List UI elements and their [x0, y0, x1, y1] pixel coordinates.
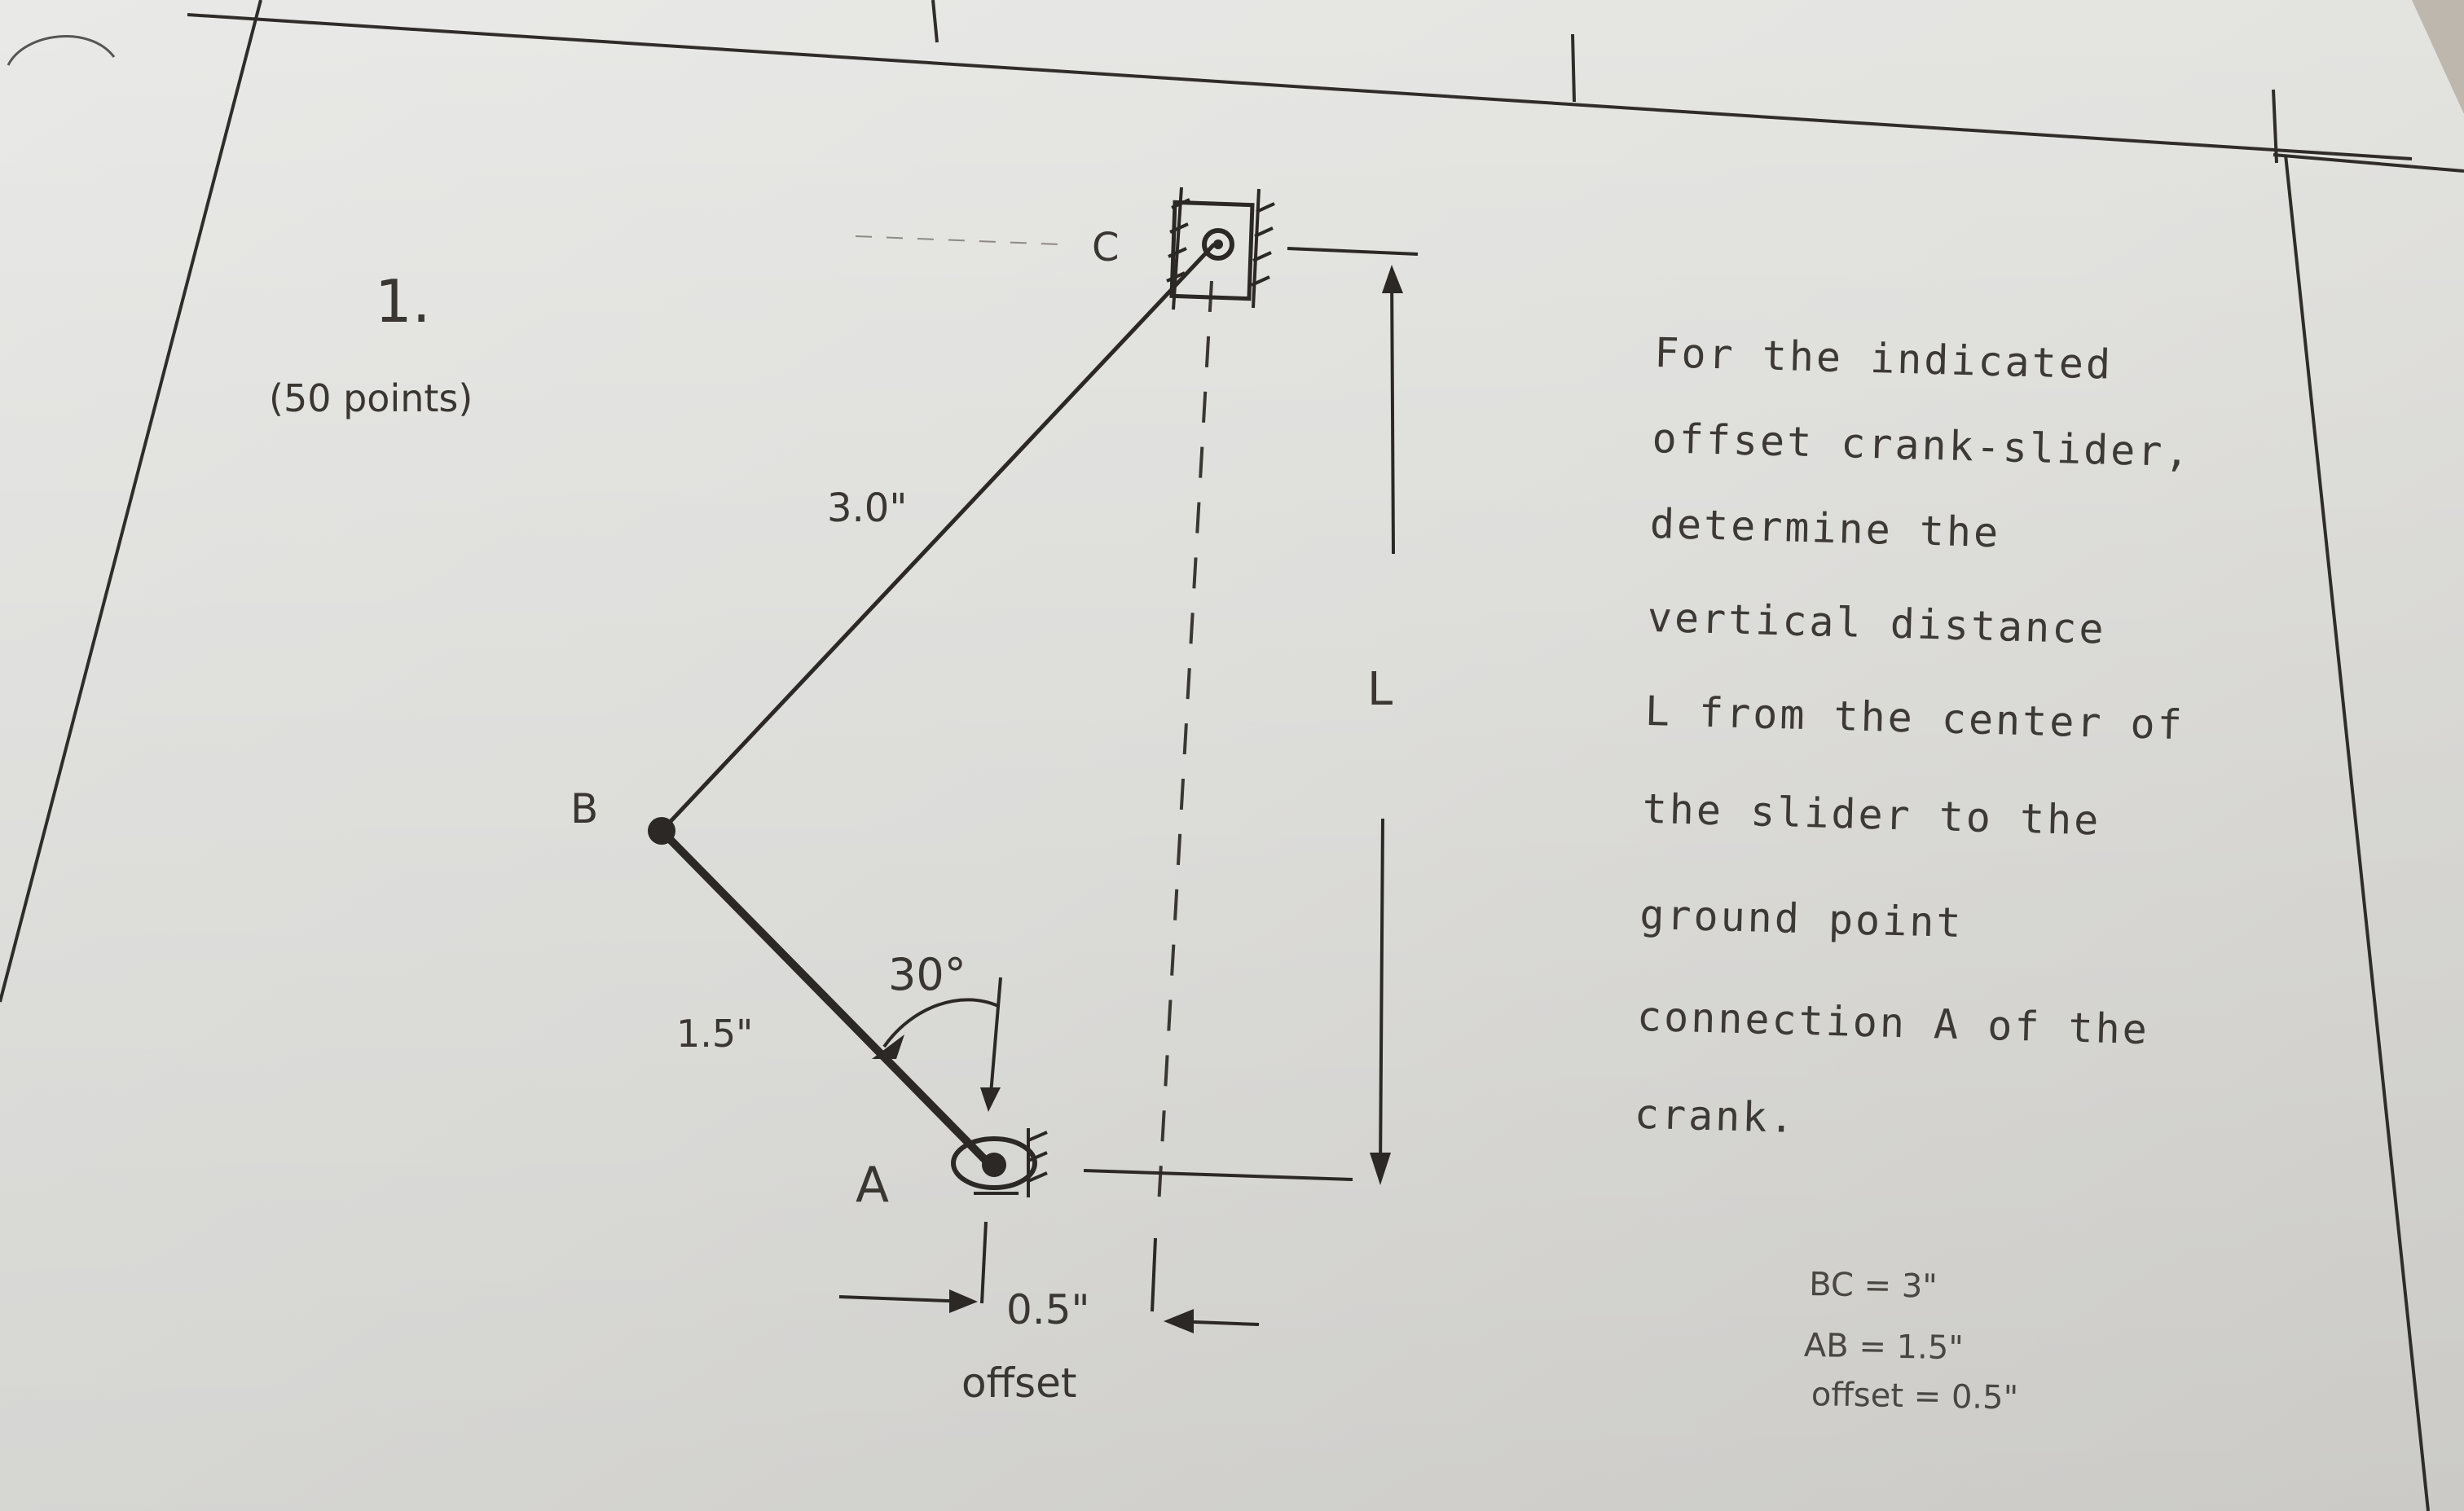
link-ab [658, 828, 993, 1168]
label-link-bc: 3.0" [827, 485, 907, 531]
dim-l-lower-line [1379, 818, 1384, 1174]
mechanism-diagram: C B A 3.0" 1.5" 30° L 0.5" offset [570, 187, 1419, 1407]
offset-arrowhead-right [1164, 1309, 1194, 1333]
offset-arrowhead-left [949, 1289, 978, 1313]
label-angle: 30° [888, 949, 966, 1000]
link-bc [660, 243, 1216, 832]
offset-arrow-left [838, 1295, 970, 1303]
pin-b [648, 817, 675, 845]
given-bc: BC = 3" [1809, 1266, 1938, 1306]
offset-extension-right [1151, 1237, 1157, 1312]
angle-arrowhead [872, 1034, 904, 1059]
ground-pivot-a [951, 1128, 1048, 1197]
label-offset-value: 0.5" [1006, 1286, 1090, 1333]
dim-l-bottom-arrowhead [1370, 1153, 1391, 1185]
label-link-ab: 1.5" [676, 1012, 753, 1056]
label-dim-l: L [1367, 663, 1393, 716]
corner-arc [7, 35, 116, 66]
label-point-a: A [856, 1157, 889, 1214]
prompt-line-3: determine the [1649, 500, 2001, 556]
given-values: BC = 3" AB = 1.5" offset = 0.5" [1804, 1266, 2019, 1417]
given-ab: AB = 1.5" [1804, 1327, 1965, 1367]
problem-number: 1. [375, 267, 431, 336]
vertical-reference-line [988, 977, 1002, 1105]
prompt-line-9: crank. [1634, 1091, 1797, 1142]
slider-path-centerline [1157, 280, 1213, 1206]
offset-extension-left [980, 1221, 988, 1304]
prompt-line-7: ground point [1639, 891, 1965, 947]
label-point-b: B [570, 785, 598, 832]
label-point-c: C [1092, 225, 1120, 270]
label-offset-word: offset [961, 1359, 1076, 1407]
angle-arc [882, 998, 999, 1048]
slider-block [1166, 187, 1275, 310]
dim-l-top-arrowhead [1382, 265, 1403, 293]
dim-l-extension-bottom [1083, 1169, 1353, 1181]
problem-points: (50 points) [269, 376, 473, 420]
vertical-reference-arrowhead [980, 1087, 1001, 1112]
given-offset: offset = 0.5" [1811, 1376, 2018, 1417]
construction-line [855, 235, 1060, 245]
dim-l-extension-top [1287, 247, 1419, 256]
dim-l-upper-line [1390, 268, 1395, 555]
